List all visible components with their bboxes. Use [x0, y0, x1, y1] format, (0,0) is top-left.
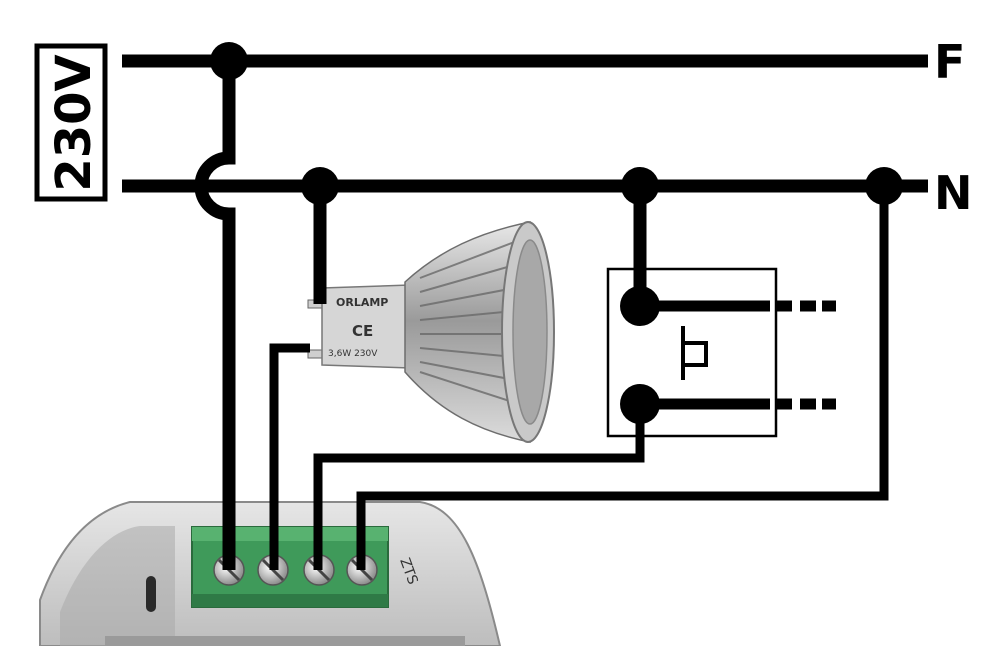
bulb-ce: CE — [352, 322, 373, 340]
junction-neutral-module — [865, 167, 903, 205]
phase-to-terminal-1-wire — [194, 61, 236, 570]
bulb-spec: 3,6W 230V — [328, 349, 378, 359]
neutral-to-terminal-4-wire — [356, 186, 889, 570]
junction-neutral-bulb — [301, 167, 339, 205]
push-button-symbol — [681, 326, 708, 380]
bulb-to-terminal-2-wire — [269, 343, 310, 570]
terminal-block — [191, 526, 389, 608]
voltage-label: 230V — [46, 54, 102, 191]
button-contact-top — [620, 286, 660, 326]
push-button-switch — [606, 267, 836, 438]
module-slot — [146, 576, 156, 612]
dashed-continuation — [775, 300, 836, 410]
button-to-terminal-3-wire — [313, 404, 645, 570]
bulb-brand: ORLAMP — [336, 296, 388, 309]
junction-phase — [210, 42, 248, 80]
neutral-label: N — [934, 166, 973, 220]
junction-neutral-button — [621, 167, 659, 205]
button-contact-bottom — [620, 384, 660, 424]
phase-label: F — [934, 35, 965, 89]
led-bulb: ORLAMP CE 3,6W 230V — [307, 221, 555, 443]
voltage-box: 230V — [34, 43, 108, 202]
